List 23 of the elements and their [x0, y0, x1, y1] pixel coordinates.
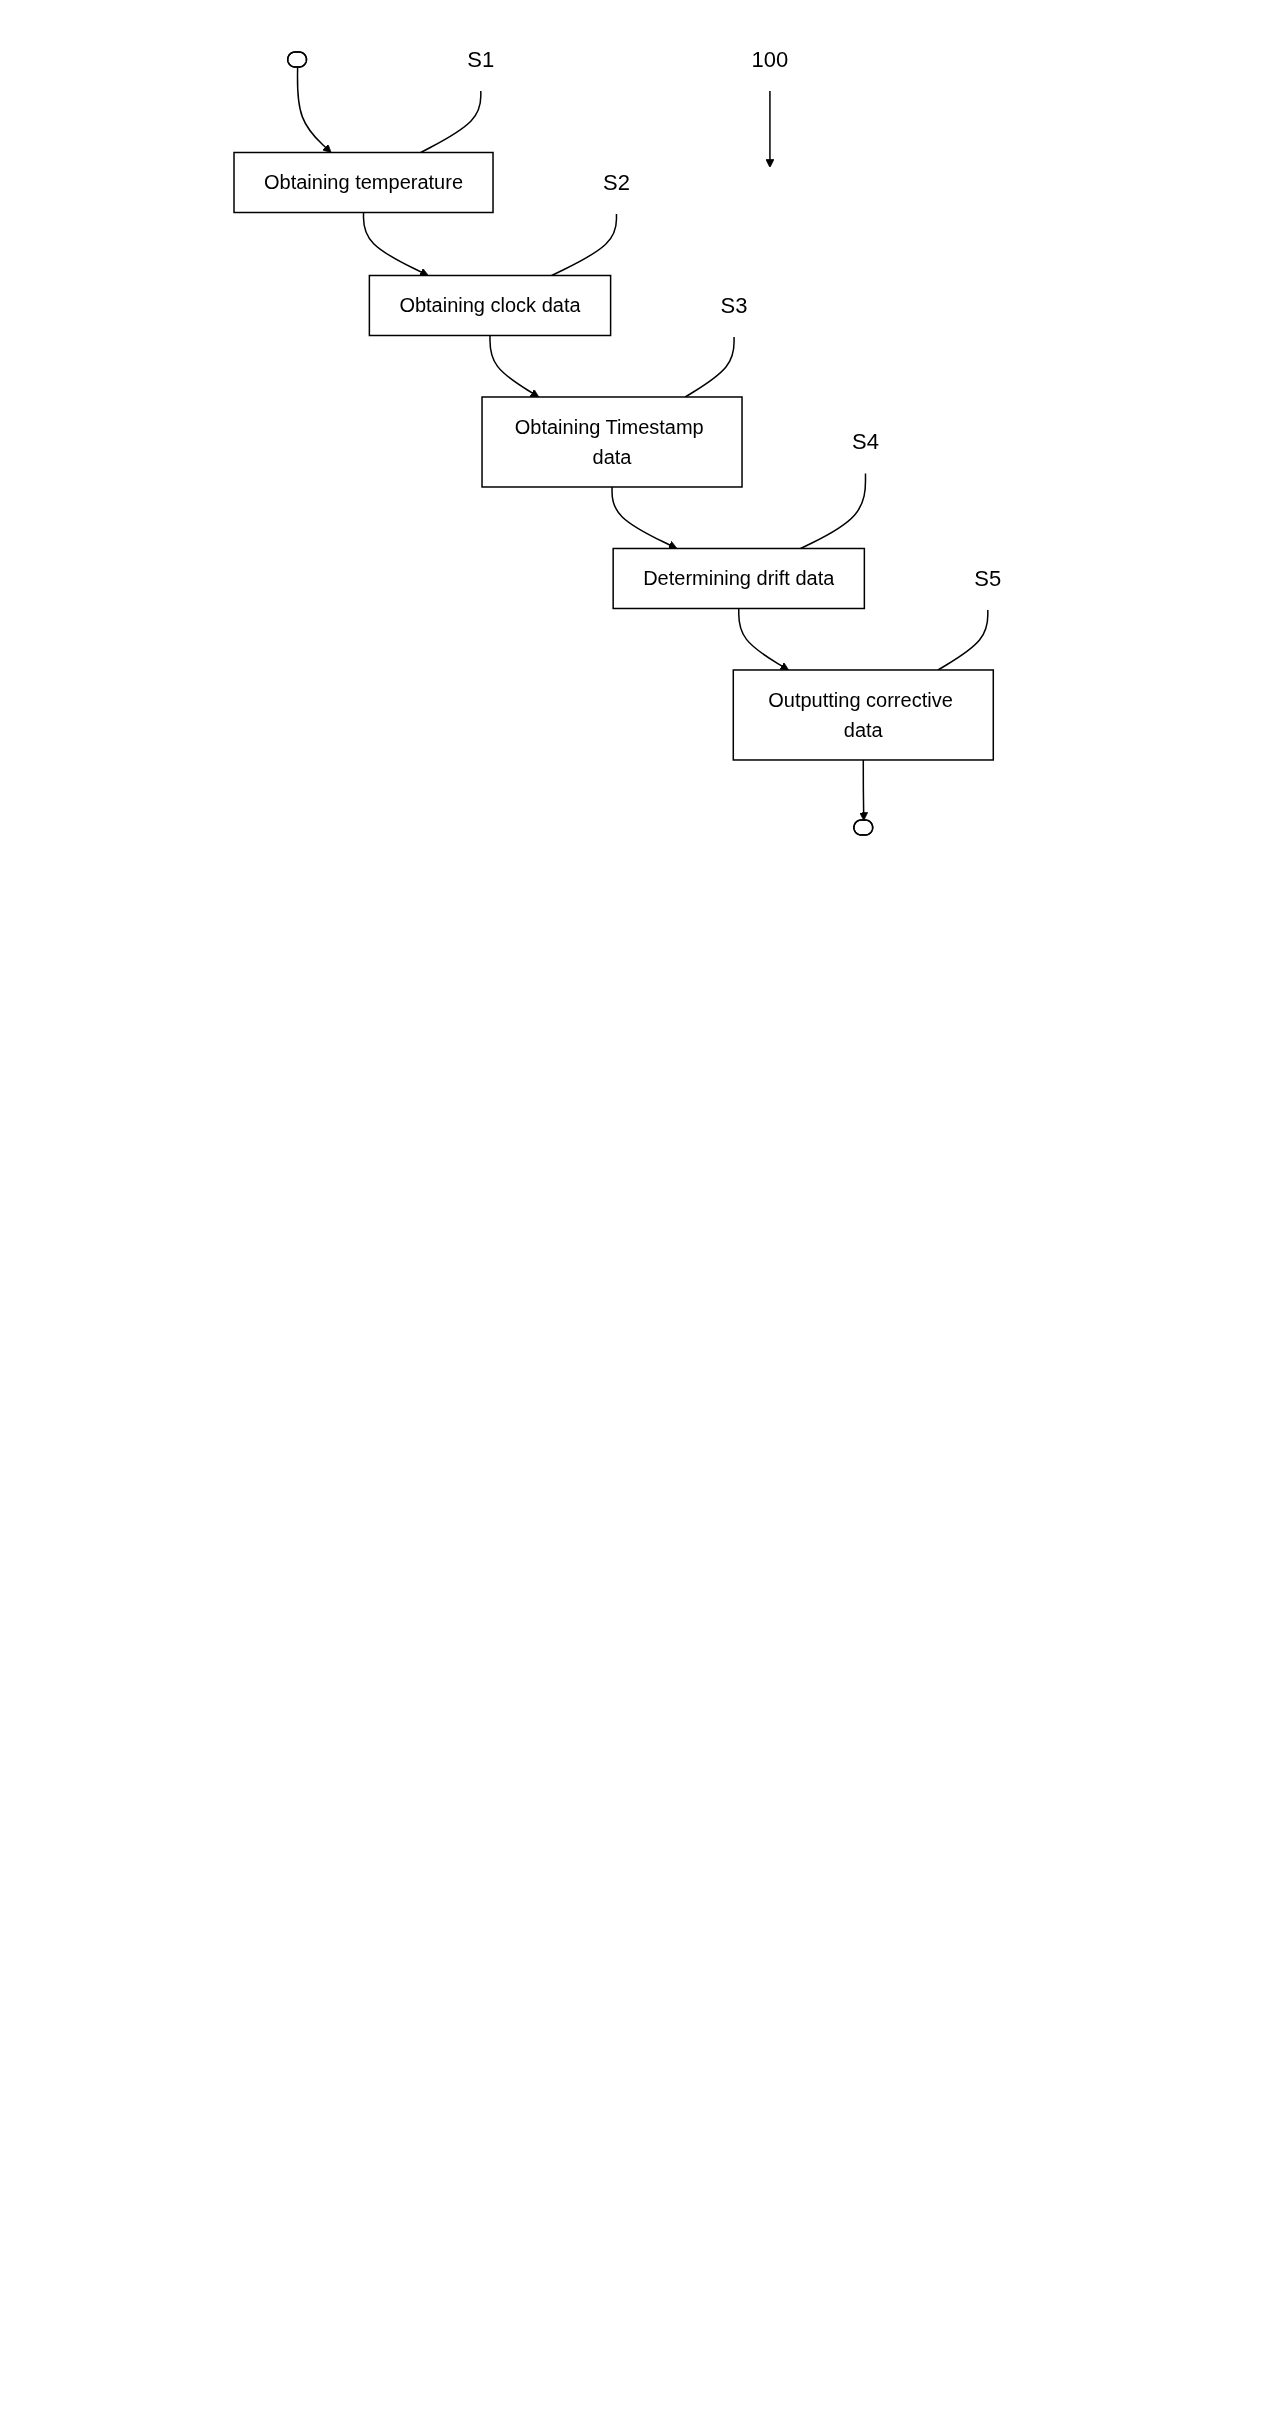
node-box: Outputting corrective data	[732, 669, 994, 761]
node-box: Determining drift data	[612, 547, 865, 610]
node-text: S5	[974, 565, 1002, 591]
arrow	[859, 759, 868, 821]
arrow	[362, 211, 429, 276]
node-text: S4	[851, 429, 879, 455]
arrow	[296, 66, 332, 153]
arrow	[489, 334, 540, 398]
connector	[550, 213, 618, 277]
connector	[419, 90, 482, 154]
arrow	[611, 486, 678, 549]
node-box: Obtaining clock data	[368, 274, 612, 337]
connector	[937, 609, 989, 671]
node-box: Obtaining temperature	[233, 151, 494, 214]
node-text: S1	[467, 47, 495, 72]
node-text: S2	[602, 170, 630, 195]
arrow	[765, 90, 775, 168]
node-text: 100	[751, 47, 789, 72]
node-text: S3	[720, 292, 748, 318]
connector	[799, 472, 867, 550]
arrow	[737, 607, 789, 671]
node-box: Obtaining Timestamp data	[481, 396, 743, 488]
connector	[684, 336, 735, 398]
